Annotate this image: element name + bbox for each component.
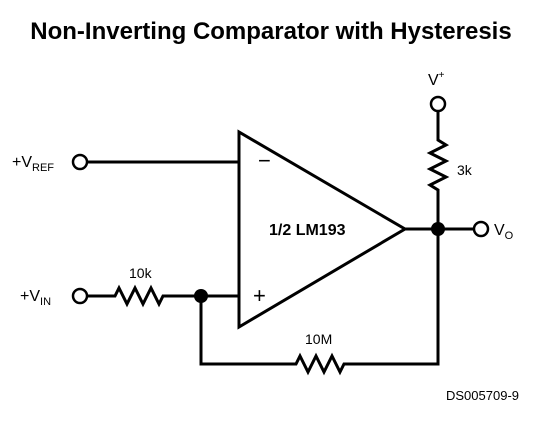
vo-label: VO [494, 222, 514, 242]
feedback-resistor-label: 10M [305, 331, 332, 347]
vin-terminal [71, 287, 89, 305]
pullup-resistor-label: 3k [457, 162, 473, 178]
input-resistor-10k [87, 284, 201, 308]
noninverting-input-sign: + [253, 283, 266, 308]
opamp-triangle [237, 129, 408, 330]
vo-terminal [472, 220, 490, 238]
vref-terminal [71, 153, 89, 171]
input-resistor-label: 10k [129, 265, 153, 281]
feedback-resistor-10m [199, 229, 440, 376]
diagram-title: Non-Inverting Comparator with Hysteresis [30, 18, 512, 45]
vref-label: +VREF [12, 154, 54, 174]
vin-label: +VIN [20, 288, 51, 308]
document-id: DS005709-9 [446, 388, 519, 403]
inverting-input-sign: − [258, 148, 271, 173]
opamp-label: 1/2 LM193 [269, 222, 346, 239]
pullup-resistor-3k [426, 111, 450, 229]
vplus-label: V+ [428, 70, 445, 89]
vplus-terminal [429, 95, 447, 113]
